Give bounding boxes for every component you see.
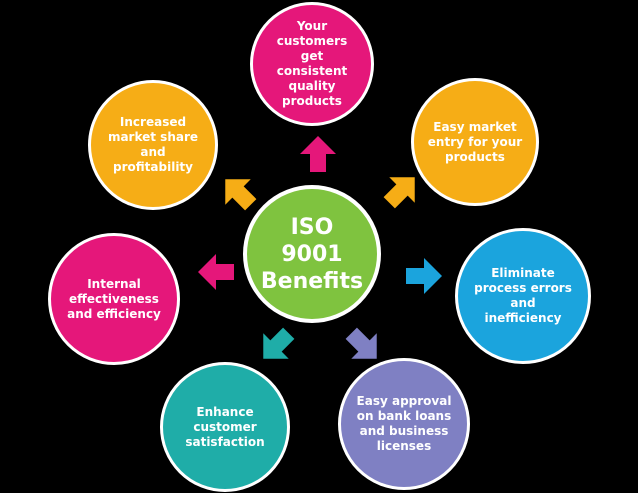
arrow-tl-shape (225, 179, 257, 211)
benefit-label: Easy approval on bank loans and business… (356, 394, 452, 453)
benefit-label: Internal effectiveness and efficiency (67, 276, 161, 321)
benefit-customer-satisfaction: Enhance customer satisfaction (160, 362, 290, 492)
arrow-bl-shape (263, 327, 295, 359)
arrow-left-shape (198, 254, 234, 290)
benefit-consistent-quality: Your customers get consistent quality pr… (250, 2, 374, 126)
arrow-br-shape (345, 327, 377, 359)
arrow-down-right-icon (344, 326, 384, 366)
arrow-up-left-icon (218, 172, 258, 212)
benefit-label: Your customers get consistent quality pr… (276, 19, 348, 108)
benefit-market-entry: Easy market entry for your products (411, 78, 539, 206)
benefit-eliminate-errors: Eliminate process errors and inefficienc… (455, 228, 591, 364)
benefit-label: Easy market entry for your products (427, 119, 523, 164)
arrow-right-icon (404, 256, 444, 296)
benefit-bank-loans: Easy approval on bank loans and business… (338, 358, 470, 490)
arrow-left-icon (196, 252, 236, 292)
arrow-top-shape (300, 136, 336, 172)
center-title: ISO 9001 Benefits (260, 214, 364, 294)
benefit-market-share: Increased market share and profitability (88, 80, 218, 210)
benefit-internal-effectiveness: Internal effectiveness and efficiency (48, 233, 180, 365)
center-hub: ISO 9001 Benefits (243, 185, 381, 323)
arrow-down-left-icon (256, 326, 296, 366)
benefit-label: Increased market share and profitability (107, 115, 199, 174)
arrow-up-icon (298, 134, 338, 174)
arrow-up-right-icon (382, 170, 422, 210)
arrow-tr-shape (383, 177, 415, 209)
benefit-label: Enhance customer satisfaction (185, 404, 265, 449)
benefit-label: Eliminate process errors and inefficienc… (474, 266, 572, 325)
arrow-right-shape (406, 258, 442, 294)
